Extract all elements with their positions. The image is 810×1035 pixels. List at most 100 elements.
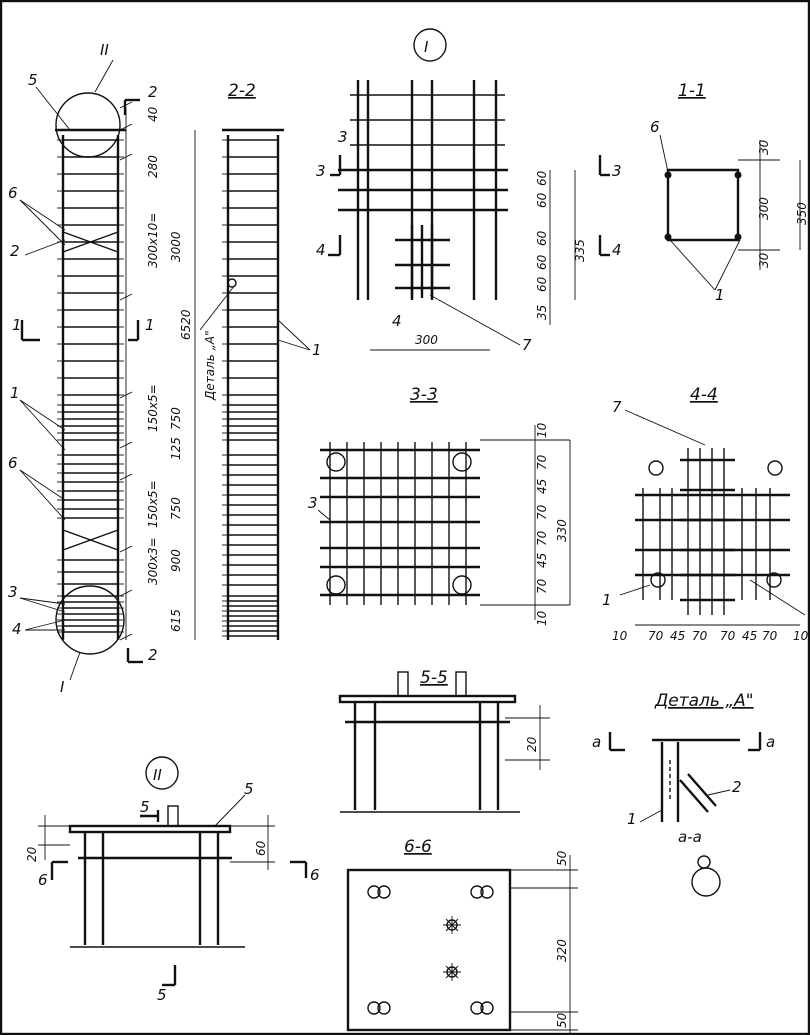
node-II-circle: [55, 92, 121, 158]
detail-A-marker-1: 1: [627, 810, 637, 828]
elevation-marker-I: I: [60, 678, 65, 696]
dimension-tick: [119, 153, 133, 161]
section-6-6-dim-50b: 50: [555, 1012, 569, 1028]
node-I-dim-60d: 60: [535, 254, 549, 270]
dim-750-a: 750: [169, 407, 183, 430]
dim-150x5-b: 150x5=: [146, 480, 160, 528]
detail-A-marker-2: 2: [732, 778, 742, 796]
dimension-tick: [119, 633, 133, 641]
cut-1-right: 1: [145, 316, 155, 334]
detail-A: Деталь „A" a a 2 1 a-a: [592, 691, 775, 897]
section-5-5: 5-5 20: [338, 668, 550, 813]
node-II-cut-5a: 5: [140, 798, 150, 816]
section-6-6-dim-50a: 50: [555, 850, 569, 866]
node-I-marker-7: 7: [522, 336, 532, 354]
section-6-6-dim-320: 320: [555, 939, 569, 962]
v33-dim-70d: 70: [535, 578, 549, 594]
elevation-marker-II: II: [100, 41, 109, 59]
section-2-2-title: 2-2: [228, 81, 256, 101]
dim-900: 900: [169, 549, 183, 572]
section-1-1-dim-350: 350: [795, 202, 809, 225]
v44-dim-70c: 70: [720, 629, 736, 643]
v33-dim-330: 330: [555, 519, 569, 542]
v33-dim-70b: 70: [535, 504, 549, 520]
node-I-dim-60e: 60: [535, 276, 549, 292]
dim-750-b: 750: [169, 497, 183, 520]
elevation-marker-3: 3: [8, 583, 18, 601]
section-2-2: 2-2 1: [222, 81, 322, 640]
elevation-marker-5: 5: [28, 71, 38, 89]
v44-dim-45a: 45: [670, 629, 685, 643]
v44-dim-70a: 70: [648, 629, 664, 643]
section-4-4-marker-7: 7: [612, 398, 622, 416]
dim-615: 615: [169, 609, 183, 632]
node-I-dim-335: 335: [573, 239, 587, 262]
section-1-1-dim-300: 300: [757, 197, 771, 220]
v33-dim-10b: 10: [535, 610, 549, 626]
node-I-dim-60c: 60: [535, 230, 549, 246]
dimension-tick: [119, 293, 133, 301]
elevation-marker-2: 2: [10, 242, 20, 260]
node-II-cut-5b: 5: [157, 986, 167, 1004]
dim-150x5-a: 150x5=: [146, 384, 160, 432]
v44-dim-10a: 10: [612, 629, 628, 643]
node-II-marker-5: 5: [244, 780, 254, 798]
node-II-dim-20: 20: [25, 846, 39, 862]
elevation-marker-6a: 6: [8, 184, 18, 202]
detail-A-section-title: a-a: [678, 828, 702, 846]
node-II-view: II 5 60 20 5 5 6 6: [25, 756, 320, 1004]
v44-dim-70b: 70: [692, 629, 708, 643]
v44-dim-70d: 70: [762, 629, 778, 643]
section-1-1-marker-6: 6: [650, 118, 660, 136]
section-3-3-title: 3-3: [410, 385, 438, 405]
section-6-6-title: 6-6: [404, 837, 432, 857]
node-II-title: II: [153, 766, 162, 784]
node-I-cut-3b: 3: [612, 162, 622, 180]
elevation-marker-4: 4: [12, 620, 22, 638]
v33-dim-70c: 70: [535, 530, 549, 546]
section-1-1-title: 1-1: [678, 81, 706, 101]
node-I-marker-3: 3: [338, 128, 348, 146]
node-I-title: I: [424, 38, 429, 56]
section-6-6: 6-6 50 320 50: [346, 837, 578, 1033]
detail-A-cut-a-right: a: [766, 733, 775, 751]
dimension-tick: [119, 441, 133, 449]
detail-A-title: Деталь „A": [654, 691, 754, 711]
node-II-cut-6a: 6: [38, 871, 48, 889]
dim-125: 125: [169, 437, 183, 460]
section-1-1-marker-1: 1: [715, 286, 725, 304]
node-I-dim-60b: 60: [535, 192, 549, 208]
v33-dim-45b: 45: [535, 553, 549, 568]
dimension-tick: [119, 123, 133, 131]
node-I-cut-4a: 4: [316, 241, 326, 259]
cut-2-bottom: 2: [148, 646, 158, 664]
section-4-4: 4-4 7 1 10 70 45 70 70 45 70 10: [602, 385, 809, 643]
node-II-cut-6b: 6: [310, 866, 320, 884]
node-I-cut-4b: 4: [612, 241, 622, 259]
elevation-marker-6b: 6: [8, 454, 18, 472]
section-3-3-marker-3: 3: [308, 494, 318, 512]
node-II-dim-60: 60: [254, 840, 268, 856]
detail-A-cut-a-left: a: [592, 733, 601, 751]
section-4-4-title: 4-4: [690, 385, 718, 405]
section-2-2-marker-1: 1: [312, 341, 322, 359]
dimension-tick: [119, 545, 133, 553]
dim-300x10: 300x10=: [146, 213, 160, 268]
node-I-dim-35: 35: [535, 305, 549, 320]
cut-2-top: 2: [148, 83, 158, 101]
node-I-dim-60a: 60: [535, 170, 549, 186]
elevation-dimensions: 40 280 300x10= 3000 6520 150x5= 750 125 …: [146, 106, 217, 632]
section-1-1: 1-1 6 1 30 300 350 30: [650, 81, 809, 304]
plate-weld-holes: [443, 916, 461, 981]
detail-A-ref: Деталь „A": [203, 330, 217, 401]
elevation-marker-1: 1: [10, 384, 20, 402]
section-5-5-dim-20: 20: [525, 736, 539, 752]
v33-dim-70a: 70: [535, 454, 549, 470]
dim-280: 280: [146, 155, 160, 178]
section-3-3: 3-3 3 10 70 45 70 70 45 70 10 330: [308, 385, 571, 626]
section-1-1-dim-30b: 30: [757, 252, 771, 268]
plate-slot-holes: [367, 885, 494, 1015]
v44-dim-45b: 45: [742, 629, 757, 643]
v33-dim-10a: 10: [535, 422, 549, 438]
